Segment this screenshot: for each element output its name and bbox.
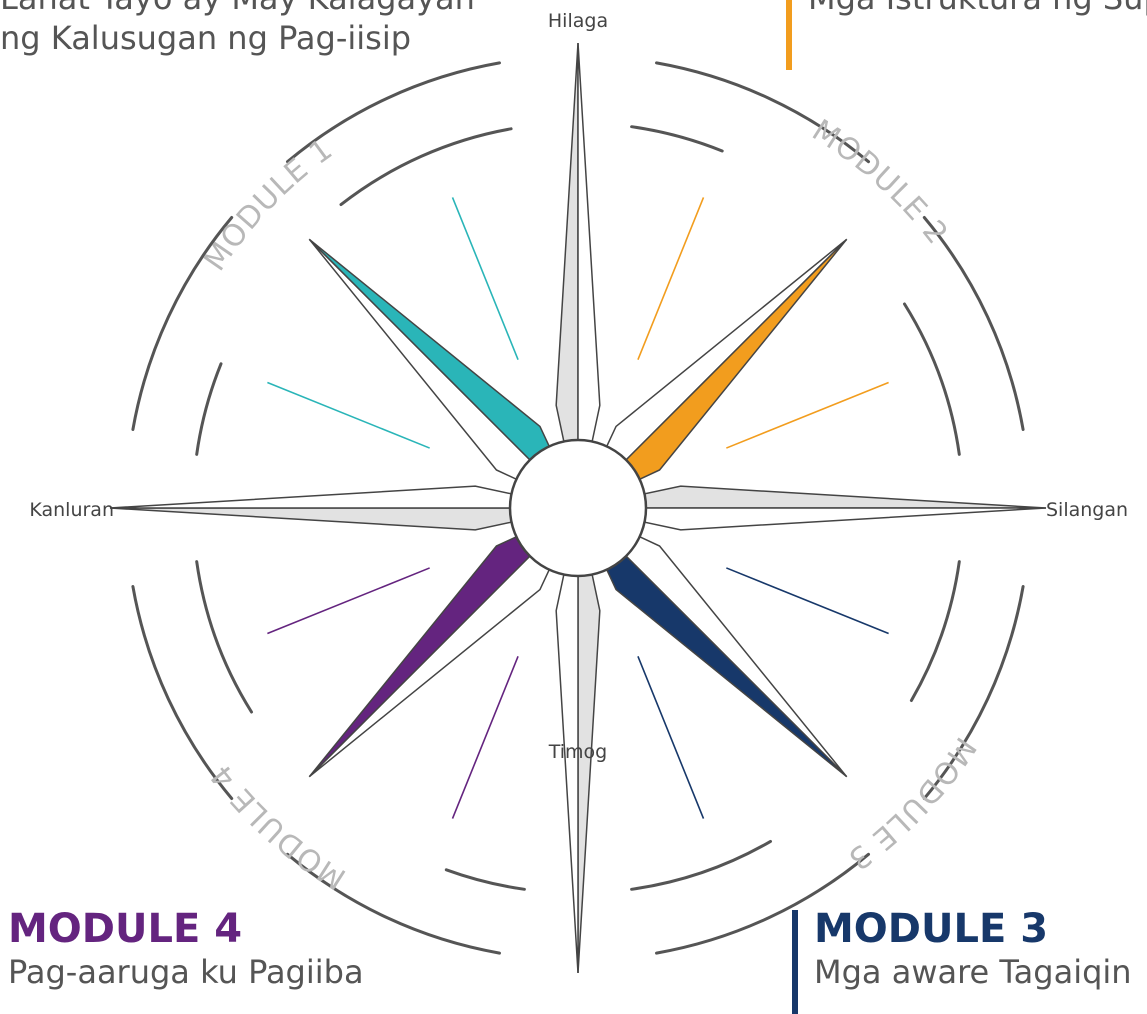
outer-ring-arc — [131, 216, 234, 431]
direction-north-label: Hilaga — [548, 10, 608, 32]
module-3-title: MODULE 3 — [814, 906, 1049, 952]
inner-ring-arc — [195, 362, 223, 456]
module-2-description: Mga Istruktura ng Sup — [808, 0, 1147, 18]
quadrant-tick-line — [451, 656, 519, 819]
outer-ring-arc — [922, 216, 1025, 431]
cardinal-point-light — [109, 485, 579, 509]
cardinal-point-shaded — [577, 485, 1047, 509]
outer-ring-arc — [922, 585, 1025, 800]
compass-star — [109, 42, 1047, 974]
ring-label-module-2: MODULE 2 — [806, 113, 955, 252]
inner-ring-arc — [444, 868, 526, 891]
module-2-accent-bar — [786, 0, 792, 70]
outer-ring-arc — [131, 585, 234, 800]
ring-label-module-4: MODULE 4 — [203, 757, 352, 896]
compass-center-circle — [508, 438, 648, 578]
direction-south-label: Timog — [548, 741, 608, 763]
outer-ring-arc — [286, 852, 501, 955]
module-4-description: Pag-aaruga ku Pagiiba — [8, 953, 364, 991]
inner-ring-arc — [903, 302, 961, 456]
module-4-title: MODULE 4 — [8, 906, 243, 952]
quadrant-tick-line — [726, 381, 889, 449]
cardinal-point-shaded — [109, 507, 579, 531]
quadrant-tick-line — [637, 656, 705, 819]
quadrant-tick-line — [267, 381, 430, 449]
outer-ring-arc — [286, 61, 501, 164]
ring-label-module-1: MODULE 1 — [198, 132, 340, 278]
ring-label-module-3: MODULE 3 — [841, 731, 983, 877]
module-4-block: MODULE 4 Pag-aaruga ku Pagiiba — [8, 906, 364, 992]
outer-ring-arc — [655, 61, 870, 164]
outer-ring-arc — [655, 852, 870, 955]
cardinal-point-light — [577, 42, 601, 509]
direction-east-label: Silangan — [1046, 499, 1128, 521]
direction-west-label: Kanluran — [29, 499, 114, 521]
inner-ring-arc — [339, 127, 513, 207]
inner-ring-arc — [909, 560, 961, 702]
compass-ticks — [267, 197, 889, 819]
module-3-accent-bar — [792, 910, 798, 1014]
module-1-desc-line-2: ng Kalusugan ng Pag-iisip — [0, 19, 412, 57]
cardinal-point-light — [577, 507, 1047, 531]
inner-ring-arc — [630, 839, 772, 891]
compass-rings — [131, 61, 1025, 955]
quadrant-tick-line — [726, 567, 889, 635]
module-1-description: Lahat Tayo ay May Kalagayan ng Kalusugan… — [0, 0, 475, 58]
quadrant-tick-line — [267, 567, 430, 635]
inner-ring-arc — [195, 560, 253, 714]
quadrant-tick-line — [451, 197, 519, 360]
module-3-description: Mga aware Tagaiqin — [814, 953, 1132, 991]
module-1-desc-line-1: Lahat Tayo ay May Kalagayan — [0, 0, 475, 18]
cardinal-point-shaded — [555, 42, 579, 509]
inner-ring-arc — [630, 125, 724, 153]
quadrant-tick-line — [637, 197, 705, 360]
